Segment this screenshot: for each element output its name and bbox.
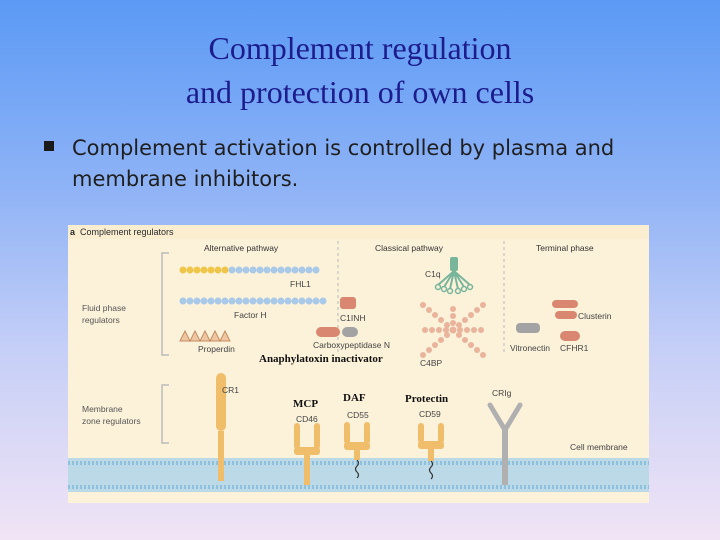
- crig-receptor-stem: [502, 429, 508, 485]
- header-alternative-pathway: Alternative pathway: [204, 243, 279, 253]
- label-cfhr1: CFHR1: [560, 343, 589, 353]
- label-c1q: C1q: [425, 269, 441, 279]
- bullet-text: Complement activation is controlled by p…: [72, 136, 615, 191]
- label-clusterin: Clusterin: [578, 311, 612, 321]
- cpn-protein-2: [342, 327, 358, 337]
- label-cell-membrane: Cell membrane: [570, 442, 628, 452]
- panel-label: a: [70, 227, 76, 237]
- label-fhl1: FHL1: [290, 279, 311, 289]
- label-crig: CRIg: [492, 388, 512, 398]
- label-cd59: CD59: [419, 409, 441, 419]
- header-band: [68, 225, 649, 239]
- clusterin-protein-2: [555, 311, 577, 319]
- cd55-receptor: [344, 422, 370, 479]
- group-fluid-phase-line1: Fluid phase: [82, 303, 126, 313]
- factor-h-protein: [179, 297, 327, 305]
- label-cr1: CR1: [222, 385, 239, 395]
- label-carboxypeptidase-n: Carboxypeptidase N: [313, 340, 390, 350]
- overlay-daf: DAF: [343, 392, 366, 404]
- figure-drawing: a Complement regulators Alternative path…: [68, 225, 649, 492]
- cd59-receptor: [418, 423, 444, 480]
- label-cd55: CD55: [347, 410, 369, 420]
- label-cd46: CD46: [296, 414, 318, 424]
- label-factor-h: Factor H: [234, 310, 267, 320]
- label-c1inh: C1INH: [340, 313, 366, 323]
- title-line-1: Complement regulation: [208, 30, 512, 66]
- complement-regulators-figure: a Complement regulators Alternative path…: [68, 225, 649, 503]
- vitronectin-protein: [516, 323, 540, 333]
- cr1-receptor: [216, 373, 226, 481]
- label-vitronectin: Vitronectin: [510, 343, 550, 353]
- membrane-bracket: [161, 384, 169, 444]
- c1inh-protein: [340, 297, 356, 309]
- properdin-protein: [179, 329, 231, 343]
- fluid-phase-bracket: [161, 252, 169, 356]
- cd46-receptor: [294, 423, 320, 485]
- crig-receptor-arms: [487, 402, 523, 435]
- panel-title: Complement regulators: [80, 227, 174, 237]
- square-bullet-icon: [44, 141, 54, 151]
- fhl1-protein: [179, 266, 320, 274]
- group-membrane-line1: Membrane: [82, 404, 123, 414]
- c4bp-protein: [420, 302, 486, 358]
- title-line-2: and protection of own cells: [185, 74, 535, 110]
- clusterin-protein-1: [552, 300, 578, 308]
- cfhr1-protein: [560, 331, 580, 341]
- header-terminal-phase: Terminal phase: [536, 243, 594, 253]
- overlay-protectin: Protectin: [405, 393, 449, 405]
- label-properdin: Properdin: [198, 344, 235, 354]
- group-membrane-line2: zone regulators: [82, 416, 141, 426]
- header-classical-pathway: Classical pathway: [375, 243, 444, 253]
- overlay-anaphylatoxin-inactivator: Anaphylatoxin inactivator: [259, 353, 383, 365]
- group-fluid-phase-line2: regulators: [82, 315, 120, 325]
- slide-title: Complement regulation and protection of …: [0, 26, 720, 114]
- label-c4bp: C4BP: [420, 358, 443, 368]
- c1q-protein: [434, 257, 474, 295]
- overlay-mcp: MCP: [293, 398, 319, 410]
- cpn-protein-1: [316, 327, 340, 337]
